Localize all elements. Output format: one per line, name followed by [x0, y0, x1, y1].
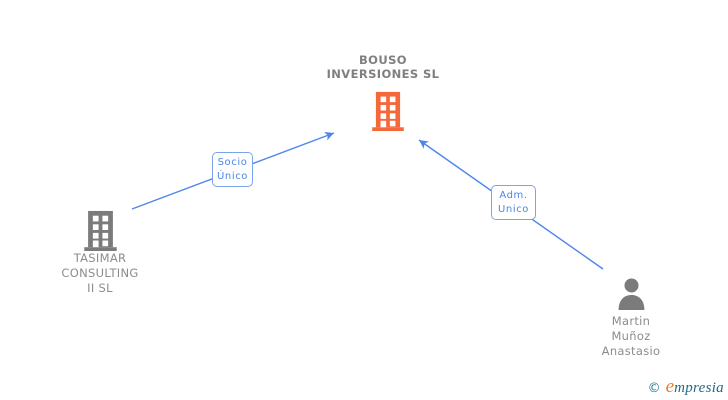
node-tasimar-label: TASIMAR CONSULTING II SL [20, 251, 180, 296]
edge-label-line: Unico [497, 203, 530, 215]
node-label-line: II SL [87, 281, 113, 295]
node-label-line: CONSULTING [61, 266, 139, 280]
node-tasimar[interactable] [84, 210, 117, 255]
person-icon [618, 278, 645, 310]
node-label-line: Anastasio [601, 344, 661, 358]
edge-label-line: Único [216, 170, 249, 182]
copyright-icon: © [647, 381, 661, 396]
brand-wordmark: empresia [666, 376, 724, 398]
node-label-line: INVERSIONES SL [326, 67, 440, 81]
edge-label-line: Socio [217, 157, 248, 168]
edge-label-line: Adm. [499, 190, 528, 201]
node-label-line: BOUSO [359, 53, 407, 67]
node-label-line: Martin [611, 314, 651, 328]
building-icon [84, 210, 117, 251]
empresia-logo[interactable]: © empresia [648, 376, 724, 398]
node-bouso-label: BOUSO INVERSIONES SL [303, 53, 463, 81]
building-icon [372, 91, 404, 131]
edge-label-adm-unico: Adm. Unico [491, 185, 536, 220]
brand-initial: e [665, 376, 675, 397]
node-martin[interactable] [616, 277, 647, 314]
node-martin-label: Martin Muñoz Anastasio [551, 314, 711, 359]
node-label-line: Muñoz [611, 329, 651, 343]
node-label-line: TASIMAR [73, 251, 127, 265]
node-bouso[interactable] [372, 91, 404, 135]
edge-label-socio-unico: Socio Único [212, 152, 253, 187]
brand-rest: mpresia [674, 380, 724, 396]
